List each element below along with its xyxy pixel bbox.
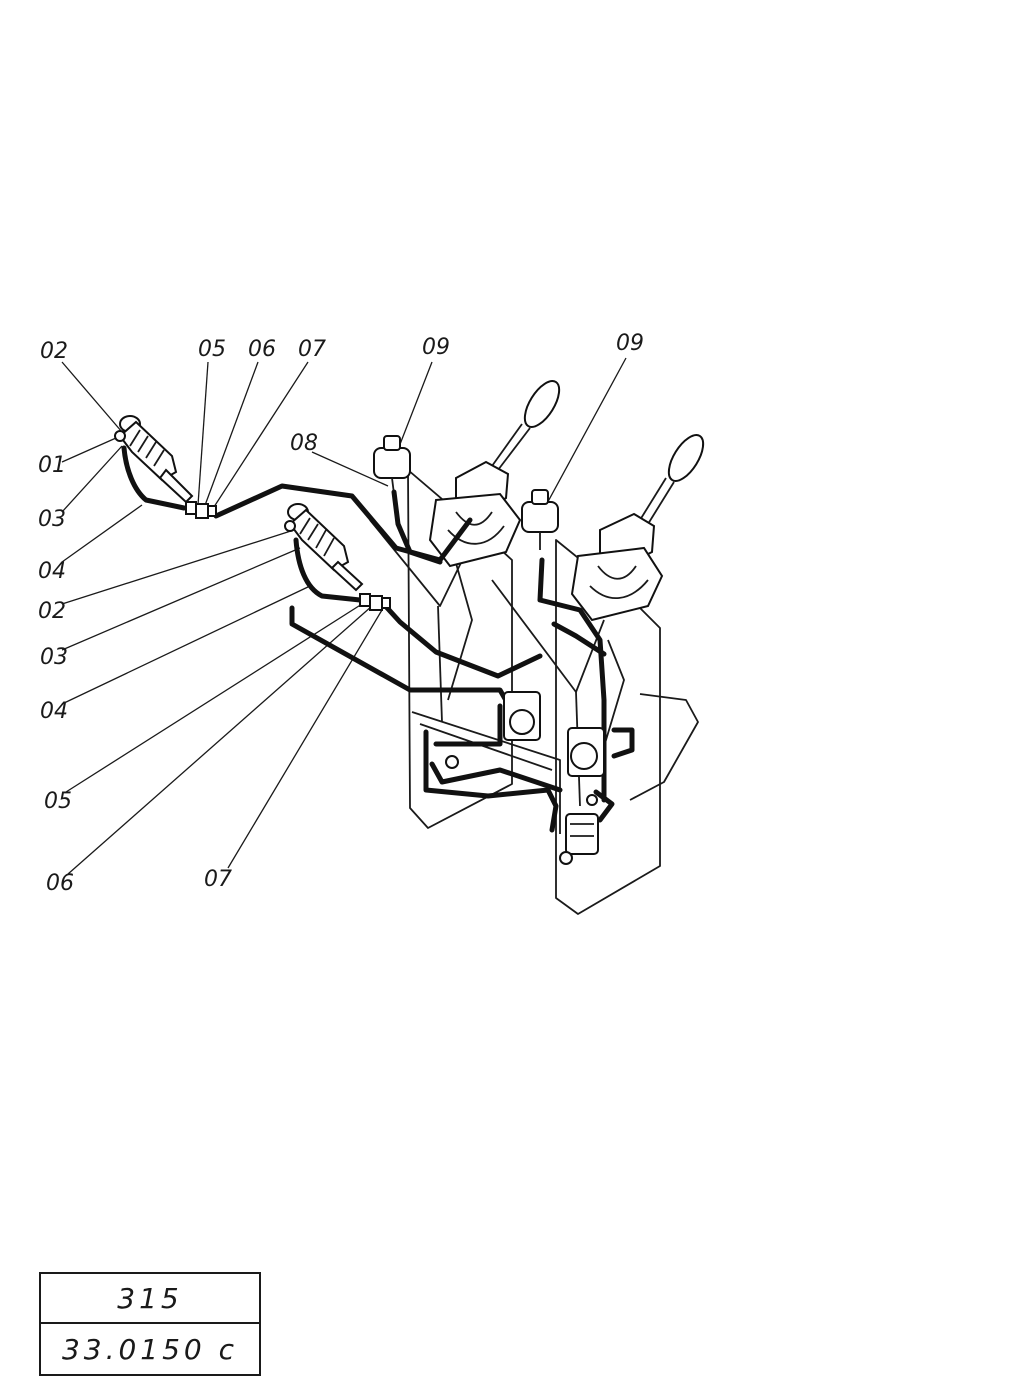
label-02-top: 02 <box>40 339 68 364</box>
part-labels: 02 01 03 04 05 06 07 08 09 09 02 03 04 0… <box>38 331 644 896</box>
hydraulic-lines <box>121 445 635 833</box>
fitting-upper-icon <box>185 501 217 519</box>
pressure-switches <box>373 435 559 550</box>
label-09-a: 09 <box>422 335 450 360</box>
actuator-lower-icon <box>284 503 364 592</box>
label-08: 08 <box>290 431 318 456</box>
label-06-low: 06 <box>46 871 74 896</box>
lever-knob-left-icon <box>523 380 561 428</box>
label-05-top: 05 <box>198 337 226 362</box>
label-03-top: 03 <box>38 507 66 532</box>
fittings <box>185 501 391 611</box>
valve-blocks <box>445 691 605 865</box>
actuators <box>114 415 364 592</box>
fitting-lower-icon <box>359 593 391 611</box>
label-04-top: 04 <box>38 559 66 584</box>
label-01: 01 <box>38 453 66 478</box>
pressure-switch-right-icon <box>521 489 559 550</box>
actuator-upper-icon <box>114 415 194 504</box>
drawing-number: 33.0150 c <box>61 1332 239 1366</box>
label-07-top: 07 <box>298 337 326 362</box>
joystick-levers <box>428 380 705 622</box>
title-block: 315 33.0150 c <box>39 1272 261 1376</box>
label-02-mid: 02 <box>38 599 66 624</box>
page-number: 315 <box>41 1274 259 1324</box>
label-07-bottom: 07 <box>204 867 232 892</box>
lever-knob-right-icon <box>667 434 705 482</box>
label-05-low: 05 <box>44 789 72 814</box>
pressure-switch-left-icon <box>373 435 411 495</box>
label-09-b: 09 <box>616 331 644 356</box>
label-06-top: 06 <box>248 337 276 362</box>
